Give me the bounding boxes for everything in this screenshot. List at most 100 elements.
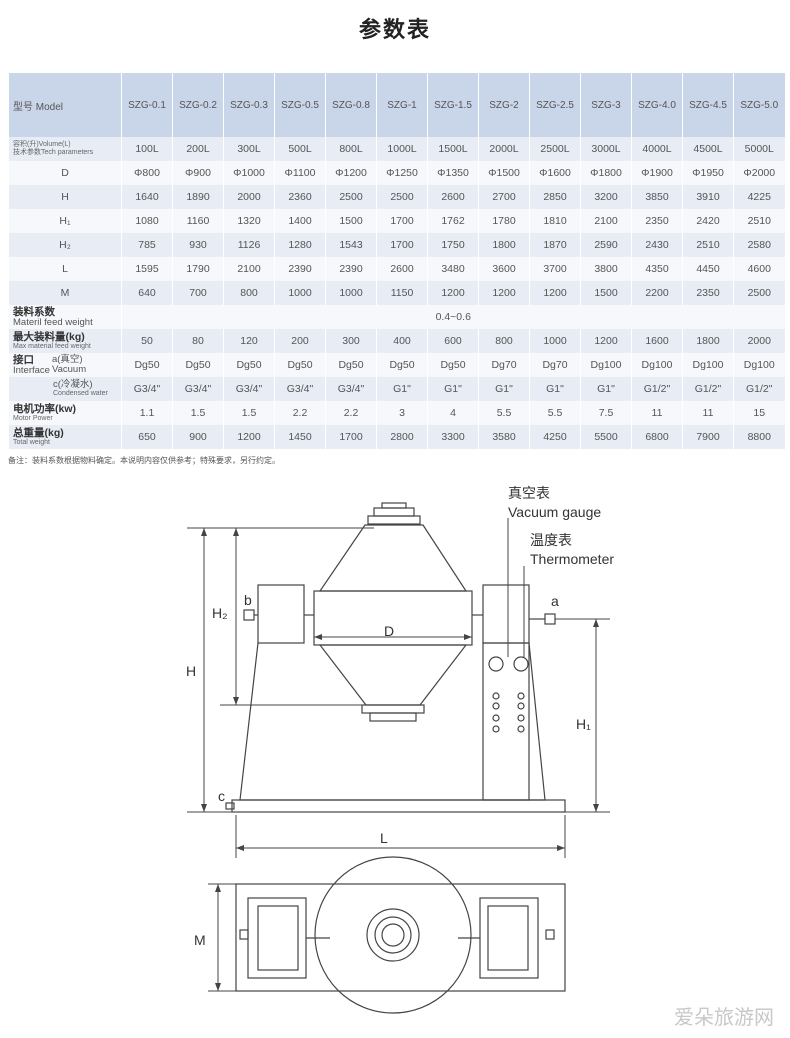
row-label-M: M (8, 281, 122, 305)
table-cell: G3/4" (223, 377, 275, 401)
table-cell: 800L (325, 137, 377, 161)
table-cell: 5.5 (478, 401, 530, 425)
table-cell: 1200 (478, 281, 530, 305)
weight-label-zh: 总重量(kg) (13, 426, 64, 439)
table-cell: 900 (172, 425, 224, 449)
table-cell: Φ1600 (529, 161, 581, 185)
table-cell: 1.1 (121, 401, 173, 425)
table-cell: 2000 (223, 185, 275, 209)
table-cell: 1700 (376, 233, 428, 257)
table-cell: 400 (376, 329, 428, 353)
table-cell: 3850 (631, 185, 683, 209)
weight-label: 总重量(kg)Total weight (8, 425, 122, 449)
top-view-frame (235, 883, 566, 992)
table-cell: 1870 (529, 233, 581, 257)
table-cell: 3200 (580, 185, 632, 209)
table-cell: 1600 (631, 329, 683, 353)
table-cell: 11 (631, 401, 683, 425)
max-feed-label: 最大装料量(kg)Max material feed weight (8, 329, 122, 353)
table-cell: G3/4" (172, 377, 224, 401)
vacuum-gauge-dial (488, 656, 504, 672)
table-cell: 11 (682, 401, 734, 425)
table-cell: 4225 (733, 185, 785, 209)
model-header-cell: SZG-0.2 (172, 73, 224, 137)
table-cell: 1810 (529, 209, 581, 233)
model-header-cell: SZG-2 (478, 73, 530, 137)
table-cell: 6800 (631, 425, 683, 449)
table-cell: 2500 (376, 185, 428, 209)
table-cell: Dg50 (172, 353, 224, 377)
row-label-L: L (8, 257, 122, 281)
table-cell: G3/4" (274, 377, 326, 401)
gauge-leaders (507, 518, 525, 657)
table-cell: 1160 (172, 209, 224, 233)
table-cell: 1800 (682, 329, 734, 353)
dim-label-H1: H₁ (576, 716, 591, 732)
table-cell: 2000 (733, 329, 785, 353)
table-cell: 120 (223, 329, 275, 353)
table-cell: Dg100 (631, 353, 683, 377)
row-label-H: H (8, 185, 122, 209)
table-cell: G1" (376, 377, 428, 401)
table-cell: G1" (478, 377, 530, 401)
table-cell: 80 (172, 329, 224, 353)
table-cell: 1750 (427, 233, 479, 257)
model-header-label: 型号 Model (8, 73, 122, 137)
table-cell: 2700 (478, 185, 530, 209)
table-cell: 300L (223, 137, 275, 161)
table-cell: 1280 (274, 233, 326, 257)
table-cell: 700 (172, 281, 224, 305)
table-cell: 800 (223, 281, 275, 305)
table-cell: 1400 (274, 209, 326, 233)
port-label-c: c (218, 788, 225, 804)
model-header-cell: SZG-2.5 (529, 73, 581, 137)
table-cell: 2600 (427, 185, 479, 209)
table-cell: 2200 (631, 281, 683, 305)
table-cell: 2350 (631, 209, 683, 233)
table-cell: 4450 (682, 257, 734, 281)
interface-c-sub-zh: c(冷凝水) (53, 379, 93, 390)
upper-cone (318, 524, 468, 592)
front-view (225, 502, 566, 813)
table-cell: 5.5 (529, 401, 581, 425)
table-cell: G1/2" (733, 377, 785, 401)
interface-c-sub-en: Condensed water (53, 390, 108, 397)
volume-row-label: 容积(升)Volume(L)技术参数Tech parameters (8, 137, 122, 161)
table-cell: 1500 (580, 281, 632, 305)
table-cell: 1500L (427, 137, 479, 161)
table-cell: 7900 (682, 425, 734, 449)
table-cell: 3580 (478, 425, 530, 449)
table-cell: 2100 (580, 209, 632, 233)
port-label-b: b (244, 592, 252, 608)
table-cell: Dg50 (427, 353, 479, 377)
table-cell: G3/4" (325, 377, 377, 401)
interface-c-label: c(冷凝水)Condensed water (8, 377, 122, 401)
interface-label-en: Interface (13, 364, 50, 376)
volume-label: 容积(升)Volume(L) (13, 141, 71, 148)
table-cell: 4500L (682, 137, 734, 161)
table-cell: 5500 (580, 425, 632, 449)
table-cell: 7.5 (580, 401, 632, 425)
table-cell: Dg70 (478, 353, 530, 377)
table-cell: 3910 (682, 185, 734, 209)
table-cell: Dg100 (733, 353, 785, 377)
table-cell: Φ1250 (376, 161, 428, 185)
page-title: 参数表 (358, 18, 431, 43)
table-cell: 3480 (427, 257, 479, 281)
model-header-cell: SZG-4.5 (682, 73, 734, 137)
power-label-en: Motor Power (13, 414, 53, 422)
table-cell: G3/4" (121, 377, 173, 401)
table-cell: 2800 (376, 425, 428, 449)
table-cell: 600 (427, 329, 479, 353)
table-cell: 1000L (376, 137, 428, 161)
table-cell: Dg50 (223, 353, 275, 377)
